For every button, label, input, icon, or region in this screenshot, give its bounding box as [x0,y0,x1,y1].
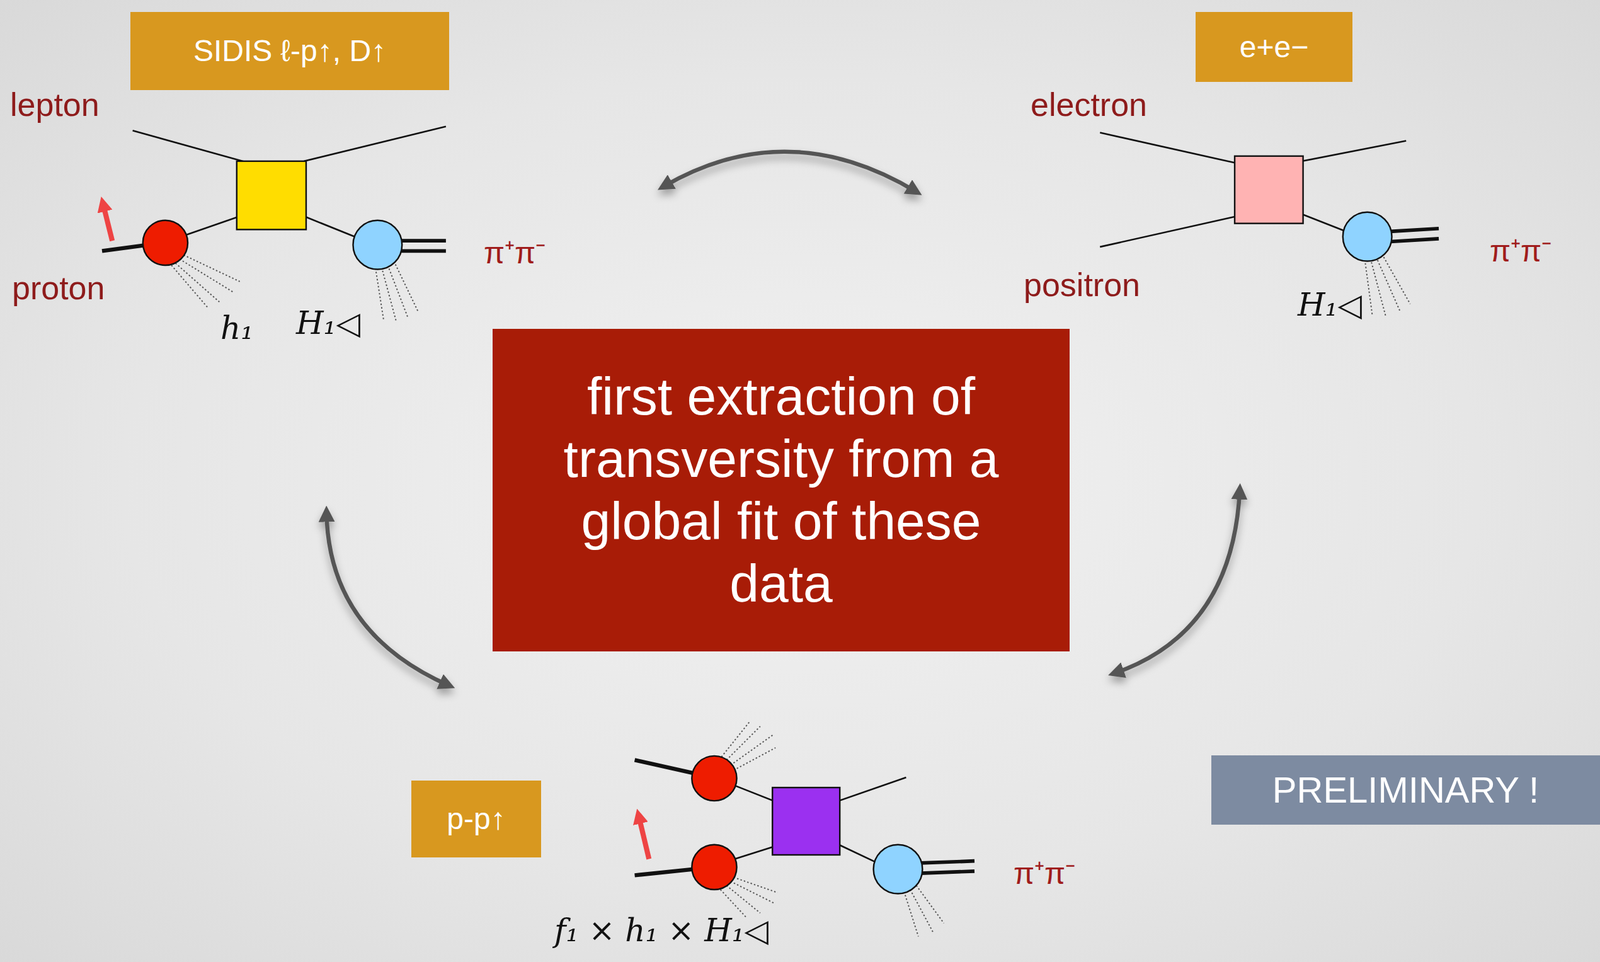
node-text: e+e− [1239,29,1309,65]
process-tag: e+e− [1195,11,1353,82]
annihilation-diagram [1099,132,1439,317]
function-label: H₁◁ [1297,287,1362,323]
sidis-diagram [102,126,446,321]
particle-label: proton [11,270,105,307]
process-tag: SIDIS ℓ-p↑, D↑ [130,11,450,91]
node-text: first extraction of transversity from a … [548,365,1015,615]
cycle-arrows [326,151,1240,686]
node-text: SIDIS ℓ-p↑, D↑ [193,33,387,69]
particle-label: positron [1023,267,1141,303]
node-text: p-p↑ [446,801,506,836]
status-tag: PRELIMINARY ! [1211,755,1600,825]
particle-label: lepton [10,86,100,123]
function-label: H₁◁ [296,306,361,341]
proton-proton-diagram [634,721,975,937]
result-box: first extraction of transversity from a … [492,328,1070,652]
final-state-label: π⁺π⁻ [1489,234,1552,269]
node-text: PRELIMINARY ! [1272,769,1539,812]
final-state-label: π⁺π⁻ [483,236,546,271]
particle-label: electron [1030,86,1148,123]
final-state-label: π⁺π⁻ [1013,857,1076,891]
function-label: h₁ [220,311,254,346]
formula-label: f₁ × h₁ × H₁◁ [554,913,769,949]
process-tag: p-p↑ [411,780,542,858]
